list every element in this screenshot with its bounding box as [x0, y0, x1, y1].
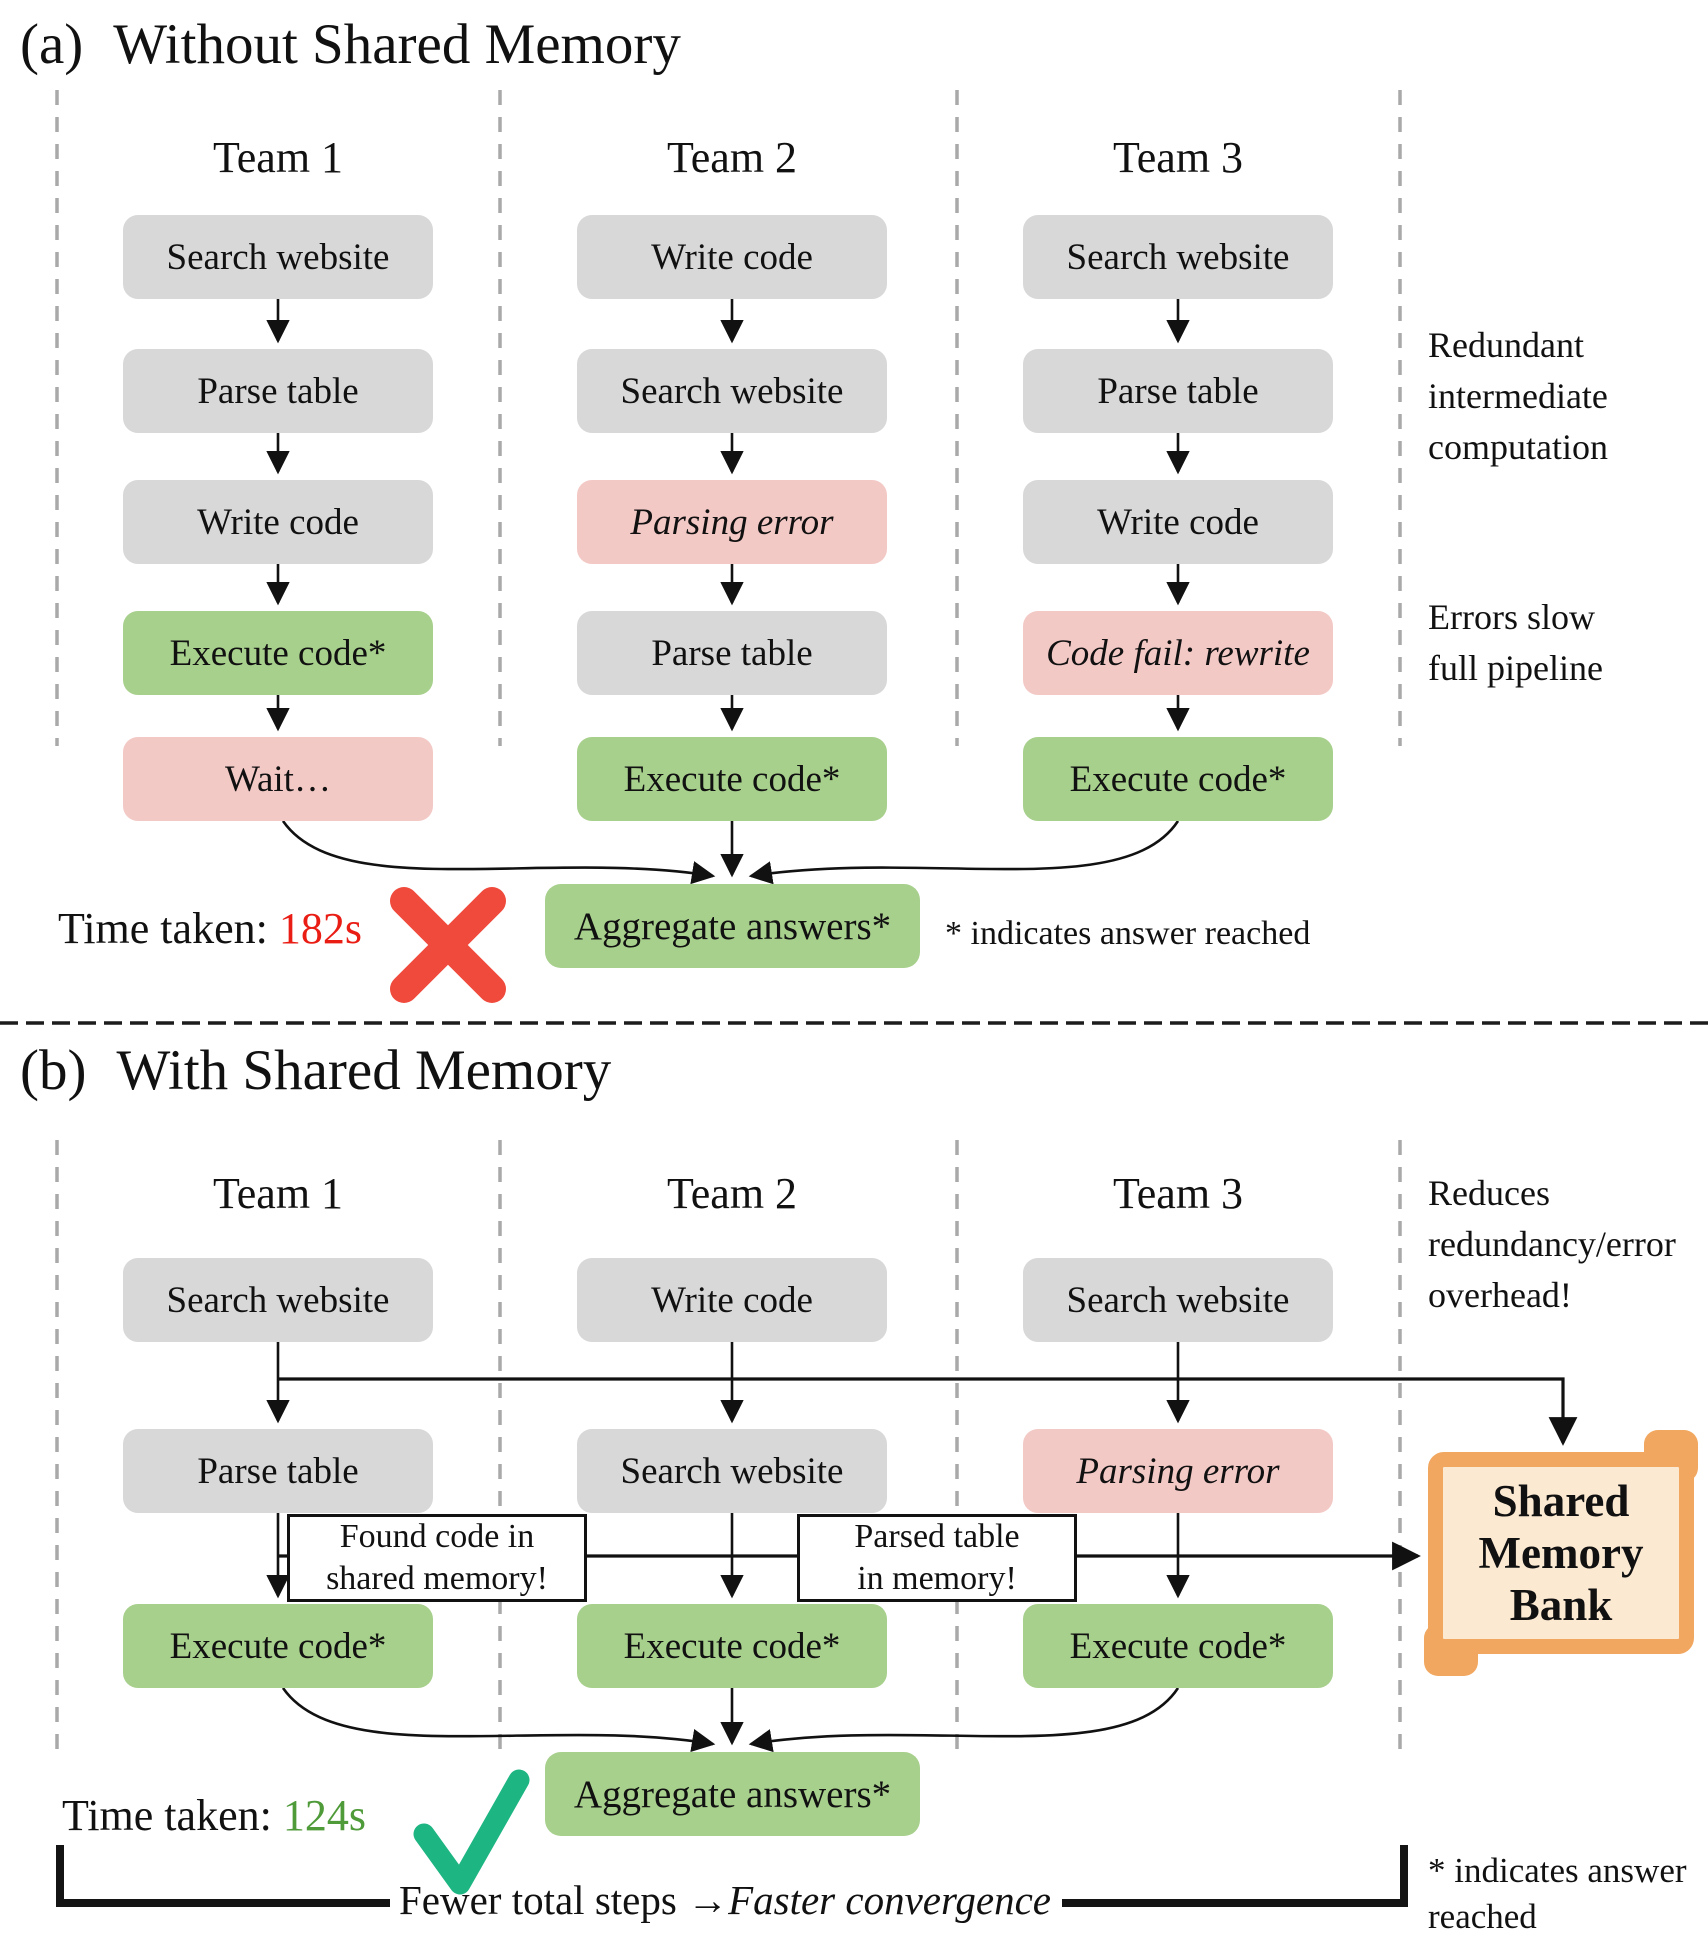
step-box: Execute code*: [577, 737, 887, 821]
step-box: Search website: [123, 215, 433, 299]
panel-a-time-value: 182s: [278, 904, 362, 953]
panel-b-title: (b)With Shared Memory: [20, 1039, 612, 1102]
step-box: Execute code*: [577, 1604, 887, 1688]
panel-a-footnote: * indicates answer reached: [945, 915, 1311, 952]
panel-b-time-value: 124s: [282, 1791, 366, 1840]
step-box-error: Code fail: rewrite: [1023, 611, 1333, 695]
cross-icon: [390, 887, 506, 1003]
panel-a-team3-label: Team 3: [1112, 133, 1244, 182]
step-box: Write code: [123, 480, 433, 564]
callout-parsed-table: Parsed table in memory!: [797, 1514, 1077, 1602]
panel-a-title: (a)Without Shared Memory: [20, 13, 681, 76]
step-box-error: Parsing error: [577, 480, 887, 564]
step-box-error: Parsing error: [1023, 1429, 1333, 1513]
panel-b-team2-label: Team 2: [666, 1169, 798, 1218]
panel-b-footnote: * indicates answer reached: [1428, 1851, 1687, 1936]
step-box: Execute code*: [123, 1604, 433, 1688]
step-box: Search website: [577, 1429, 887, 1513]
bottom-bracket: [56, 1845, 1408, 1907]
step-box: Parse table: [123, 349, 433, 433]
step-box: Write code: [1023, 480, 1333, 564]
panel-a-flow-arrows: [266, 299, 1190, 885]
panel-a-team2-label: Team 2: [666, 133, 798, 182]
bracket-caption: Fewer total steps →Faster convergence: [398, 1877, 1051, 1923]
shared-memory-bank: Shared Memory Bank: [1428, 1452, 1694, 1654]
step-box: Search website: [1023, 1258, 1333, 1342]
trunk-to-memory-bank-top: [278, 1377, 1578, 1446]
panel-b-time-taken: Time taken: 124s: [62, 1791, 366, 1840]
aggregate-answers-box: Aggregate answers*: [545, 1752, 920, 1836]
panel-b-team3-label: Team 3: [1112, 1169, 1244, 1218]
panel-a-note-errors: Errors slow full pipeline: [1428, 597, 1603, 689]
panel-a-dashed-separators: [55, 90, 1402, 746]
panel-b-team1-label: Team 1: [212, 1169, 344, 1218]
step-box: Search website: [577, 349, 887, 433]
panel-a-team1-label: Team 1: [212, 133, 344, 182]
step-box: Execute code*: [1023, 1604, 1333, 1688]
step-box: Execute code*: [123, 611, 433, 695]
panel-b-note-reduces: Reduces redundancy/error overhead!: [1428, 1173, 1676, 1316]
check-icon: [413, 1769, 530, 1895]
step-box: Execute code*: [1023, 737, 1333, 821]
aggregate-answers-box: Aggregate answers*: [545, 884, 920, 968]
step-box: Parse table: [123, 1429, 433, 1513]
step-box: Search website: [1023, 215, 1333, 299]
step-box: Wait…: [123, 737, 433, 821]
arrow-right-glyph: →: [687, 1877, 729, 1923]
step-box: Write code: [577, 1258, 887, 1342]
step-box: Parse table: [577, 611, 887, 695]
step-box: Write code: [577, 215, 887, 299]
step-box: Parse table: [1023, 349, 1333, 433]
panel-a-time-taken: Time taken: 182s: [58, 904, 362, 953]
callout-found-code: Found code in shared memory!: [287, 1514, 587, 1602]
panel-b-dashed-separators: [55, 1140, 1402, 1750]
step-box: Search website: [123, 1258, 433, 1342]
panel-a-note-redundant: Redundant intermediate computation: [1428, 325, 1608, 468]
